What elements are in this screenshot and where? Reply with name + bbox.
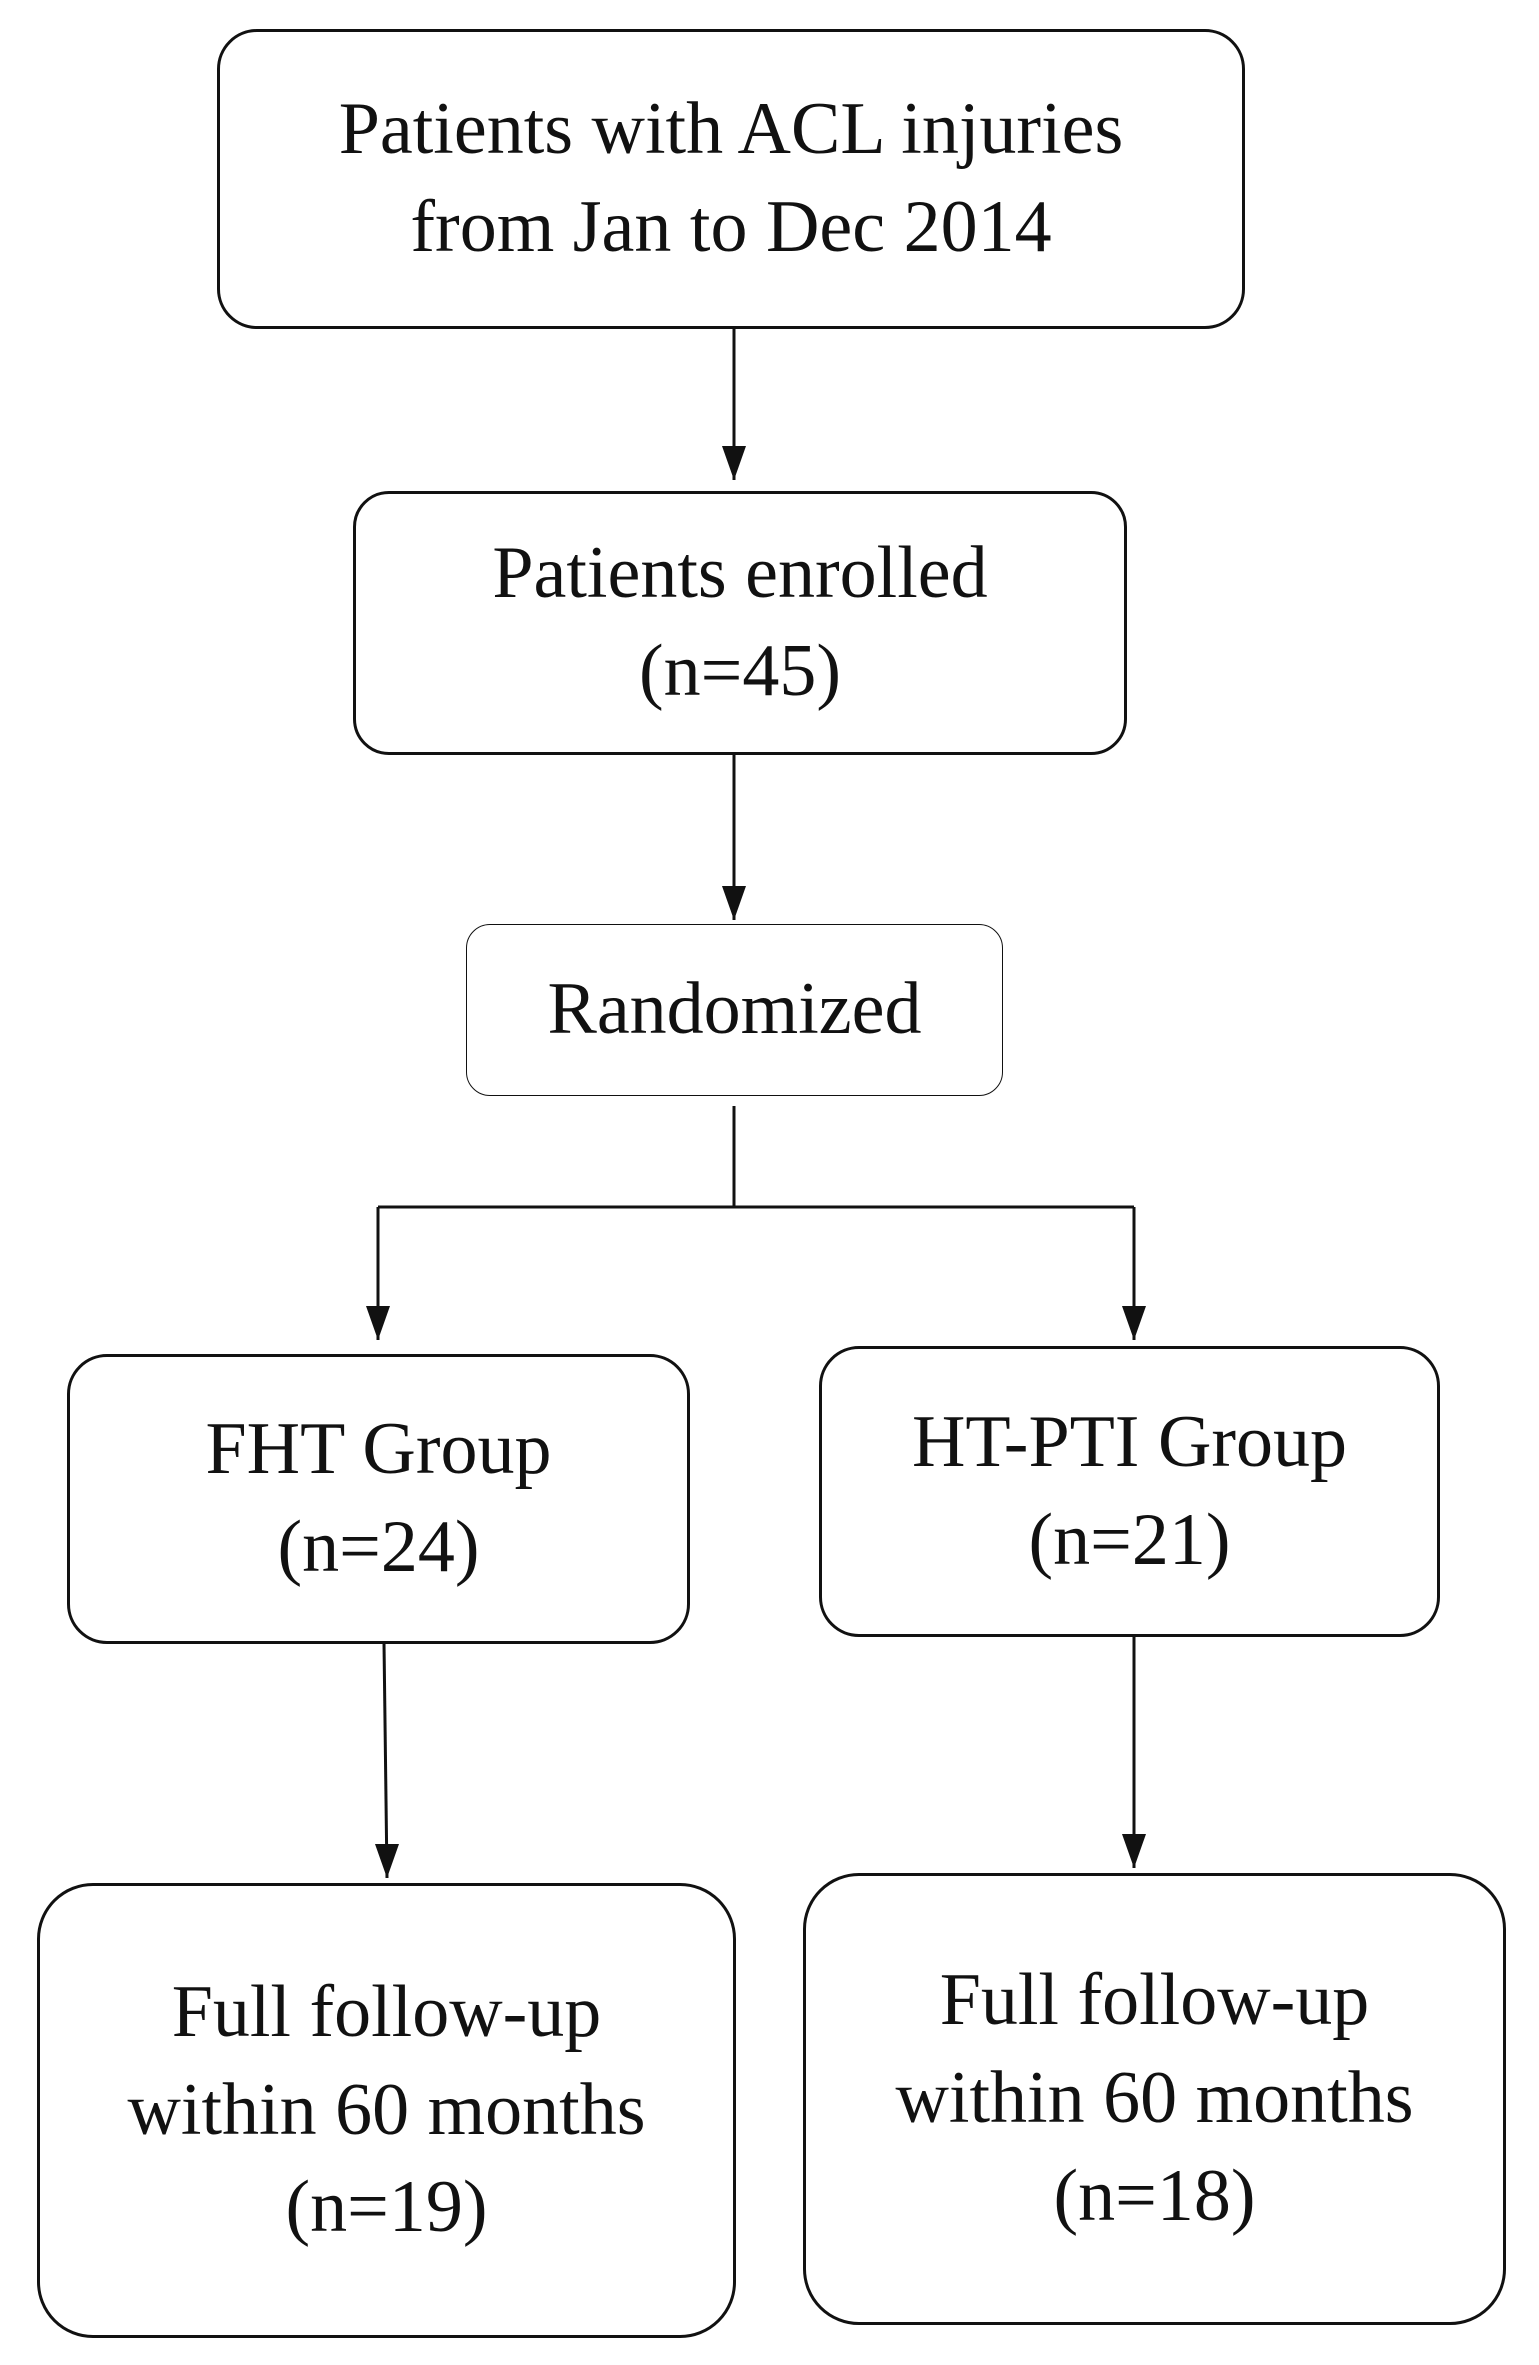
fht-group-line1: FHT Group [205,1408,552,1491]
enrolled-line1: Patients enrolled [492,532,988,615]
enrolled-line2: (n=45) [638,630,842,712]
htpti-followup-line3: (n=18) [1053,2154,1256,2237]
arrowhead-fht-to-followup [375,1844,399,1878]
htpti-followup-box: Full follow-up within 60 months (n=18) [803,1873,1506,2325]
source-box: Patients with ACL injuries from Jan to D… [217,29,1245,329]
htpti-followup-line1: Full follow-up [939,1959,1370,2042]
arrowhead-split-to-htpti [1122,1306,1146,1340]
enrolled-box: Patients enrolled (n=45) [353,491,1127,755]
htpti-group-box: HT-PTI Group (n=21) [819,1346,1440,1637]
fht-followup-line2: within 60 months [127,2068,646,2151]
htpti-group-line1: HT-PTI Group [911,1400,1348,1483]
arrowhead-split-to-fht [366,1306,390,1340]
fht-group-line2: (n=24) [277,1506,480,1588]
randomized-label: Randomized [547,968,922,1051]
arrowhead-source-to-enrolled [722,446,746,480]
arrow-fht-to-followup [382,1642,389,1879]
arrowhead-enrolled-to-randomized [722,886,746,920]
fht-followup-line1: Full follow-up [171,1970,602,2053]
htpti-followup-line2: within 60 months [895,2057,1414,2140]
fht-followup-line3: (n=19) [285,2166,488,2249]
htpti-group-line2: (n=21) [1028,1498,1231,1581]
source-line2: from Jan to Dec 2014 [410,186,1052,268]
arrowhead-htpti-to-followup [1122,1834,1146,1868]
fht-group-box: FHT Group (n=24) [67,1354,690,1644]
fht-followup-box: Full follow-up within 60 months (n=19) [37,1883,736,2338]
randomized-box: Randomized [466,924,1003,1096]
source-line1: Patients with ACL injuries [338,88,1124,171]
